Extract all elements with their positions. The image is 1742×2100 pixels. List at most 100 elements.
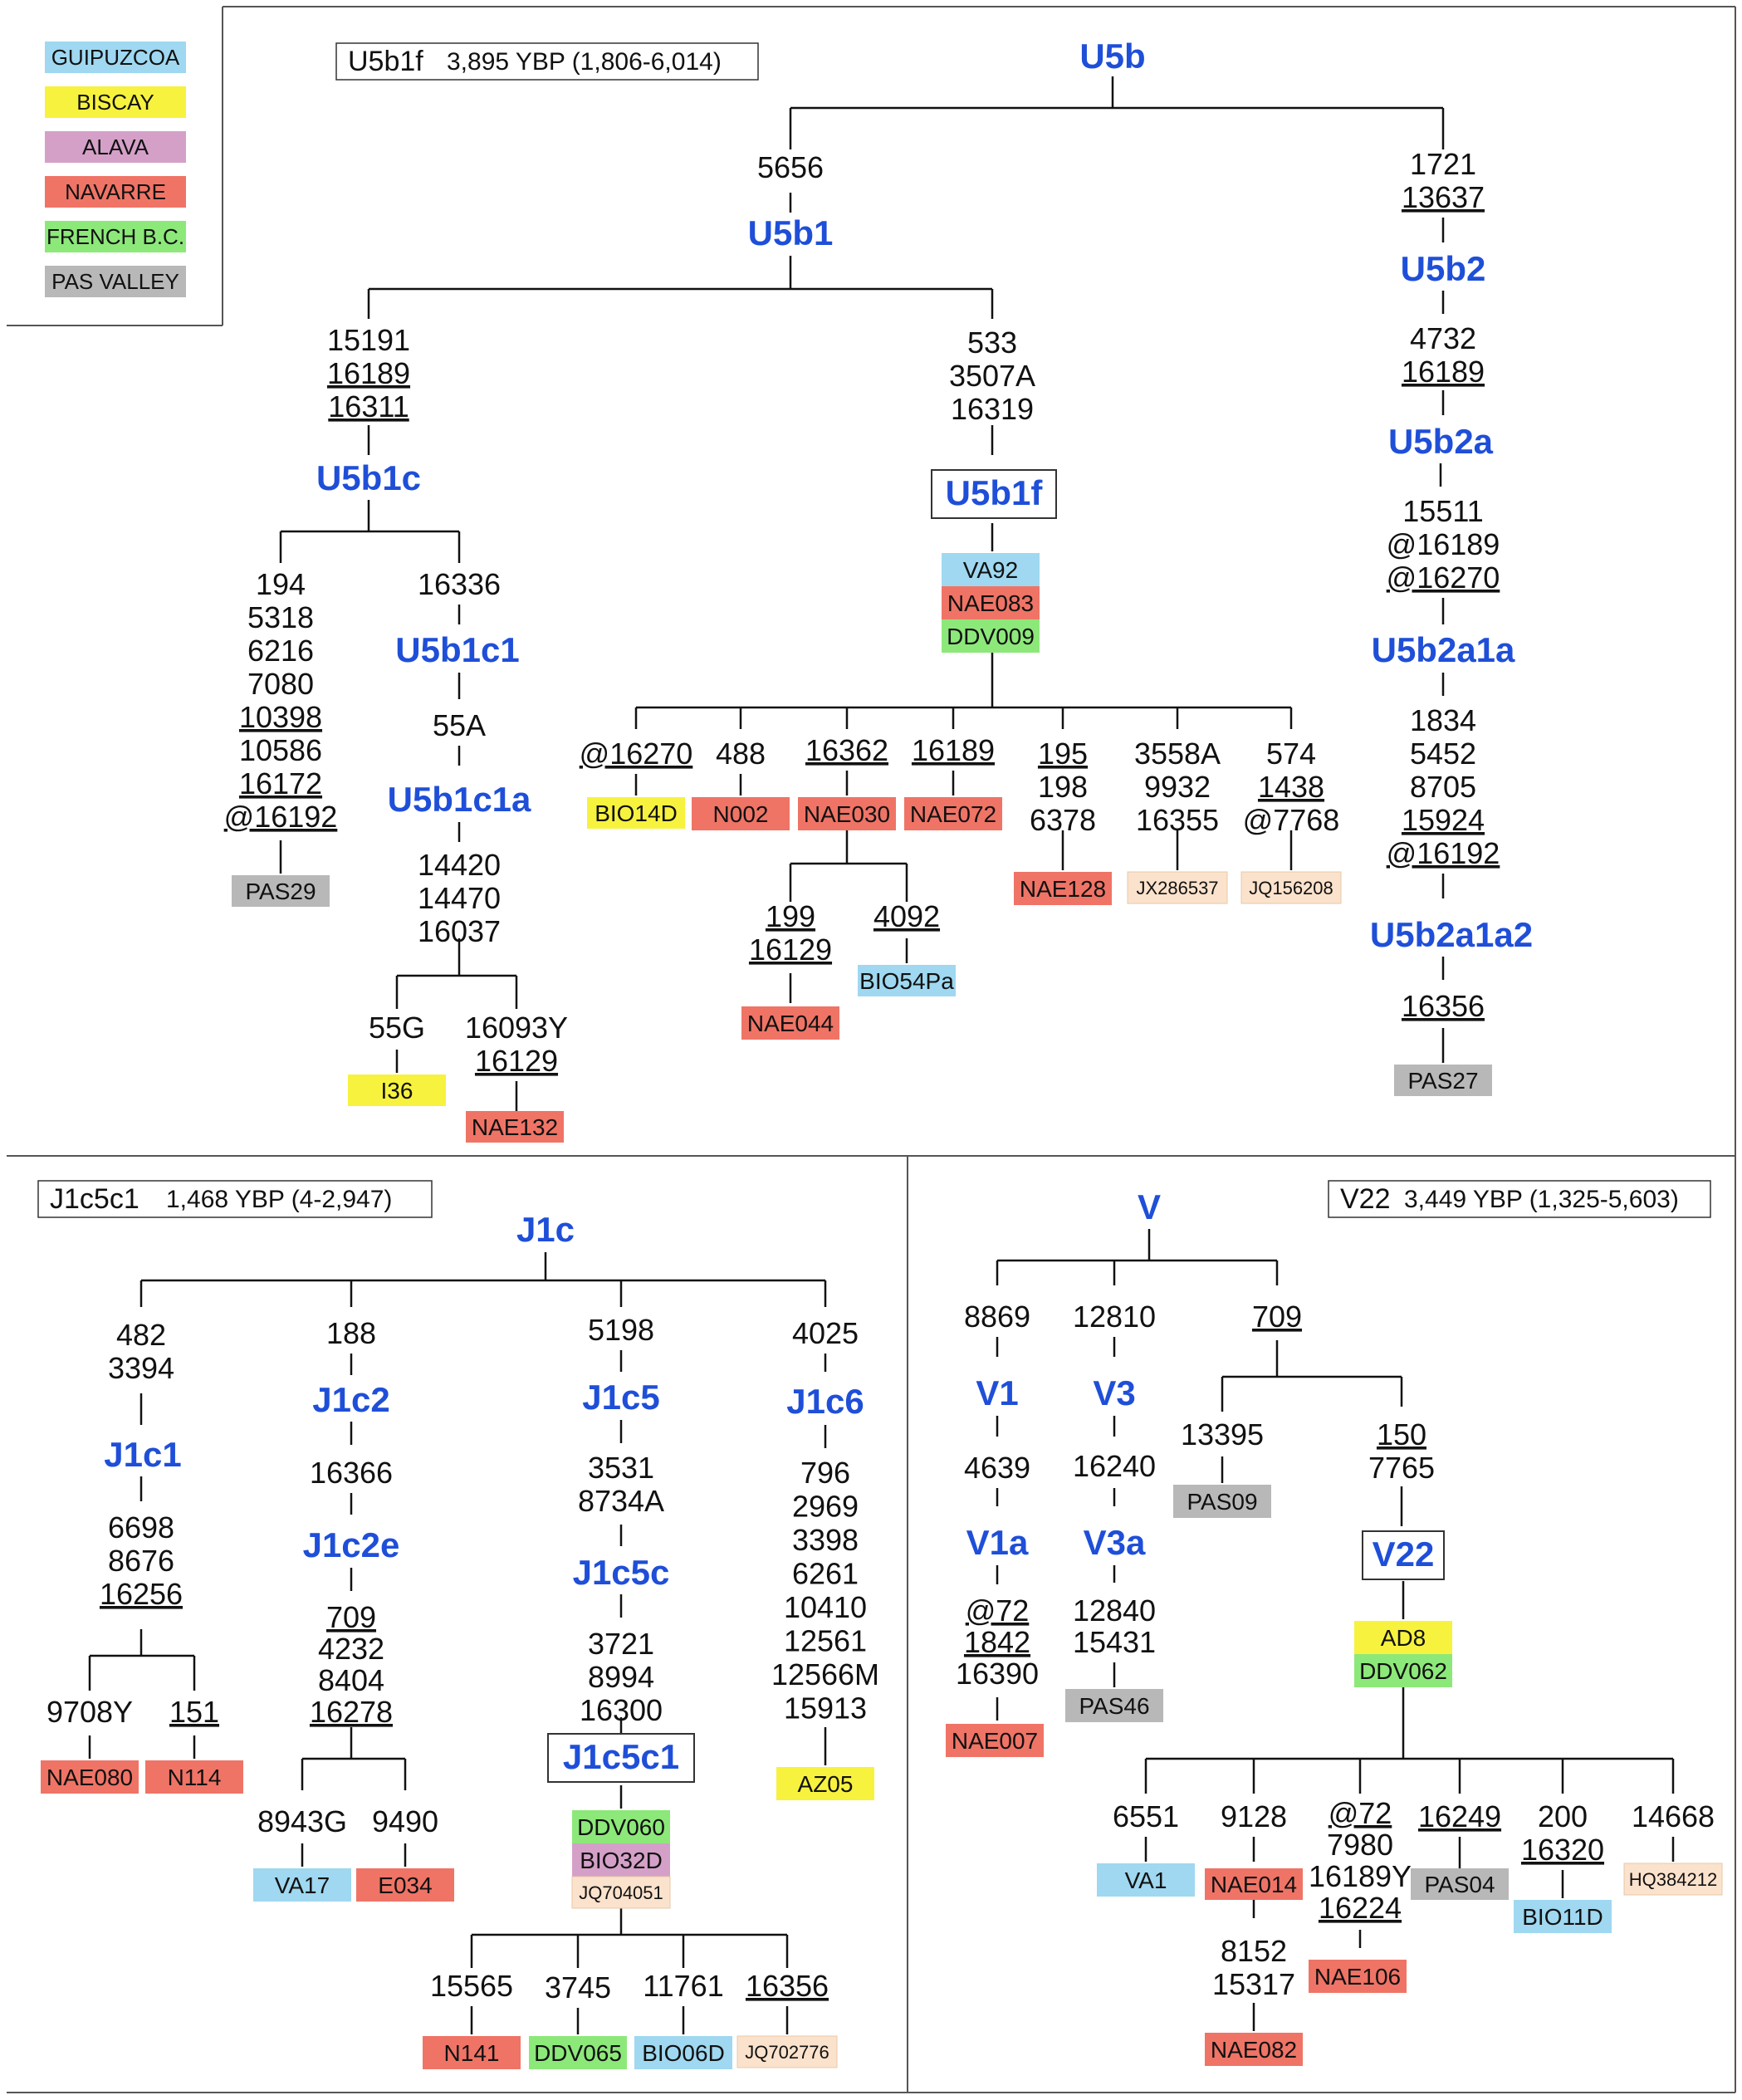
sample-pas46: PAS46 bbox=[1079, 1693, 1149, 1719]
panel-frames bbox=[7, 6, 1736, 2093]
mutation-label: 16224 bbox=[1319, 1891, 1402, 1925]
sample-box bbox=[1623, 1863, 1723, 1896]
mutation-label: 16319 bbox=[951, 392, 1034, 426]
mutation-label: 16362 bbox=[805, 733, 888, 767]
sample-box bbox=[572, 1843, 670, 1877]
sample-box bbox=[942, 553, 1040, 586]
sample-ddv009: DDV009 bbox=[947, 624, 1035, 649]
mutation-label: 16189 bbox=[1402, 355, 1485, 389]
sample-box bbox=[1240, 871, 1342, 904]
sample-pas09: PAS09 bbox=[1187, 1489, 1257, 1515]
haplogroup-u5b1f: U5b1f bbox=[946, 473, 1044, 512]
mutation-label: 15431 bbox=[1073, 1625, 1156, 1659]
haplogroup-box bbox=[547, 1733, 695, 1783]
sample-box bbox=[692, 797, 790, 830]
sample-pas27: PAS27 bbox=[1407, 1068, 1478, 1094]
sample-box bbox=[942, 619, 1040, 653]
mutation-label: 1438 bbox=[1258, 770, 1324, 804]
sample-va1: VA1 bbox=[1125, 1867, 1167, 1893]
sample-nae106: NAE106 bbox=[1314, 1964, 1401, 1990]
haplogroup-j1c6: J1c6 bbox=[786, 1382, 864, 1421]
mutation-label: 16311 bbox=[328, 389, 409, 423]
age-haplogroup-name: U5b1f bbox=[348, 46, 423, 77]
mutation-label: 15317 bbox=[1212, 1967, 1295, 2001]
sample-nae030: NAE030 bbox=[804, 801, 890, 827]
mutation-label: 16037 bbox=[418, 914, 501, 948]
mutation-label: 6216 bbox=[247, 634, 314, 668]
sample-nae044: NAE044 bbox=[747, 1011, 834, 1036]
legend-label-alava: ALAVA bbox=[82, 135, 149, 159]
mutation-label: 15511 bbox=[1402, 494, 1483, 528]
mutation-label: 55A bbox=[433, 708, 486, 742]
mutation-label: 3394 bbox=[108, 1351, 174, 1385]
sample-box bbox=[904, 797, 1002, 830]
mutation-label: 6551 bbox=[1113, 1799, 1179, 1833]
mutation-label: 16129 bbox=[475, 1044, 558, 1078]
haplogroup-v22: V22 bbox=[1373, 1535, 1435, 1574]
mutation-label: 3507A bbox=[949, 359, 1035, 393]
sample-jq156208: JQ156208 bbox=[1249, 878, 1333, 898]
mutation-label: 11761 bbox=[643, 1969, 723, 2003]
age-estimate-box bbox=[335, 42, 759, 81]
mutation-label: 13395 bbox=[1181, 1417, 1264, 1451]
tree-branches bbox=[88, 76, 1675, 2034]
sample-jq704051: JQ704051 bbox=[579, 1882, 663, 1903]
mutation-label: 6261 bbox=[792, 1557, 859, 1591]
mutation-label: @16192 bbox=[224, 800, 338, 834]
legend-swatch bbox=[45, 131, 186, 163]
mutation-label: 16355 bbox=[1136, 803, 1219, 837]
haplogroup-u5b2a1a: U5b2a1a bbox=[1372, 630, 1515, 669]
mutation-label: @16270 bbox=[580, 737, 693, 771]
legend-label-biscay: BISCAY bbox=[76, 90, 154, 115]
mutation-label: @72 bbox=[1329, 1796, 1392, 1830]
mutation-label: 8869 bbox=[964, 1300, 1030, 1334]
mutation-label: 55G bbox=[369, 1011, 425, 1045]
sample-bio32d: BIO32D bbox=[580, 1848, 663, 1873]
mutation-label: @7768 bbox=[1243, 803, 1340, 837]
mutation-label: 6378 bbox=[1030, 803, 1096, 837]
mutation-label: 12810 bbox=[1073, 1300, 1156, 1334]
age-haplogroup-name: V22 bbox=[1340, 1183, 1391, 1215]
mutation-label: 5452 bbox=[1410, 737, 1476, 771]
legend-label-pas-valley: PAS VALLEY bbox=[51, 269, 179, 294]
sample-nae128: NAE128 bbox=[1020, 876, 1106, 902]
mutation-label: 188 bbox=[326, 1316, 376, 1350]
haplogroup-v: V bbox=[1138, 1187, 1161, 1226]
sample-n114: N114 bbox=[168, 1765, 222, 1790]
tree-nodes: U5b5656U5b1172113637U5b2473216189U5b2a15… bbox=[41, 37, 1723, 2069]
haplogroup-v1a: V1a bbox=[966, 1523, 1029, 1562]
sample-bio11d: BIO11D bbox=[1522, 1904, 1603, 1930]
sample-ddv062: DDV062 bbox=[1359, 1658, 1447, 1684]
sample-bio54pa: BIO54Pa bbox=[859, 968, 954, 994]
mutation-label: 9708Y bbox=[46, 1695, 133, 1729]
mutation-label: 3558A bbox=[1134, 737, 1221, 771]
sample-hq384212: HQ384212 bbox=[1629, 1869, 1717, 1890]
haplogroup-u5b: U5b bbox=[1079, 37, 1145, 76]
sample-box bbox=[232, 875, 330, 907]
sample-box bbox=[1097, 1863, 1195, 1897]
sample-box bbox=[253, 1868, 351, 1902]
haplogroup-box bbox=[931, 469, 1057, 519]
legend-swatch bbox=[45, 221, 186, 252]
sample-jx286537: JX286537 bbox=[1136, 878, 1218, 898]
mutation-label: 796 bbox=[800, 1456, 850, 1490]
age-estimate-value: 3,449 YBP (1,325-5,603) bbox=[1404, 1186, 1679, 1213]
sample-box bbox=[587, 797, 685, 829]
mutation-label: 7080 bbox=[247, 667, 314, 701]
age-haplogroup-name: J1c5c1 bbox=[50, 1183, 139, 1215]
mutation-label: 6698 bbox=[108, 1510, 174, 1544]
mutation-label: 10586 bbox=[239, 733, 322, 767]
mutation-label: 7980 bbox=[1327, 1828, 1393, 1862]
mutation-label: 14420 bbox=[418, 848, 501, 882]
mutation-label: 8705 bbox=[1410, 770, 1476, 804]
mutation-label: @72 bbox=[966, 1593, 1030, 1628]
sample-box bbox=[41, 1760, 139, 1794]
sample-box bbox=[1354, 1621, 1452, 1654]
mutation-label: 4232 bbox=[318, 1632, 384, 1666]
mutation-label: 2969 bbox=[792, 1490, 859, 1524]
mutation-label: 5198 bbox=[588, 1313, 654, 1347]
mutation-label: 5318 bbox=[247, 600, 314, 634]
sample-va17: VA17 bbox=[275, 1872, 330, 1898]
mutation-label: @16270 bbox=[1387, 560, 1500, 595]
